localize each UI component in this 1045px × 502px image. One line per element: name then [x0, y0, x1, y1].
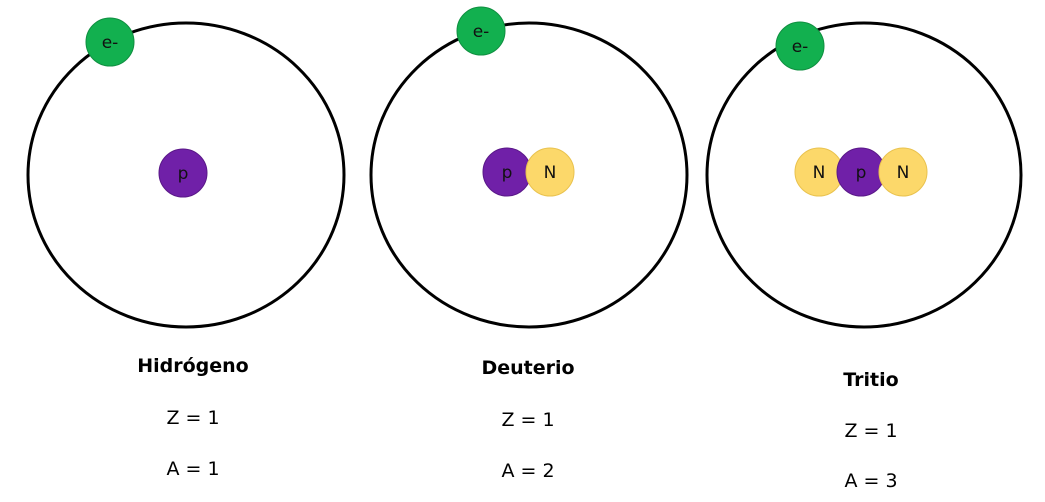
atom-tritio: N p N e- Tritio Z = 1 A = 3: [705, 21, 1023, 492]
electron-circle: [456, 6, 506, 56]
electron-circle: [85, 17, 135, 67]
proton-label: p: [856, 163, 867, 183]
orbit: [705, 21, 1023, 329]
proton-label: p: [502, 163, 513, 183]
neutron-circle: [525, 147, 575, 197]
electron-label: e-: [792, 37, 809, 57]
atomic-number: Z = 1: [166, 407, 219, 429]
neutron: N: [525, 147, 575, 197]
proton: p: [158, 148, 208, 198]
atomic-number: Z = 1: [501, 409, 554, 431]
mass-number: A = 1: [166, 458, 219, 480]
orbit: [369, 21, 689, 329]
atom-name: Tritio: [843, 369, 898, 391]
nucleus: N p N: [794, 147, 928, 197]
atomic-number: Z = 1: [844, 420, 897, 442]
proton-label: p: [178, 164, 189, 184]
electron: e-: [85, 17, 135, 67]
mass-number: A = 2: [501, 460, 554, 482]
nucleus: p N: [482, 147, 575, 197]
neutron: N: [878, 147, 928, 197]
atom-name: Deuterio: [481, 357, 574, 379]
electron: e-: [456, 6, 506, 56]
neutron-circle: [878, 147, 928, 197]
atom-deuterio: p N e- Deuterio Z = 1 A = 2: [369, 6, 689, 482]
orbit: [26, 21, 346, 329]
electron: e-: [775, 21, 825, 71]
electron-label: e-: [102, 33, 119, 53]
electron-circle: [775, 21, 825, 71]
atom-hidrogeno: p e- Hidrógeno Z = 1 A = 1: [26, 17, 346, 480]
proton-circle: [158, 148, 208, 198]
neutron-label: N: [544, 163, 557, 183]
atom-name: Hidrógeno: [137, 355, 249, 377]
electron-label: e-: [473, 22, 490, 42]
proton: p: [836, 147, 886, 197]
neutron-label: N: [897, 163, 910, 183]
neutron: N: [794, 147, 844, 197]
neutron-label: N: [813, 163, 826, 183]
mass-number: A = 3: [844, 470, 897, 492]
nucleus: p: [158, 148, 208, 198]
proton: p: [482, 147, 532, 197]
